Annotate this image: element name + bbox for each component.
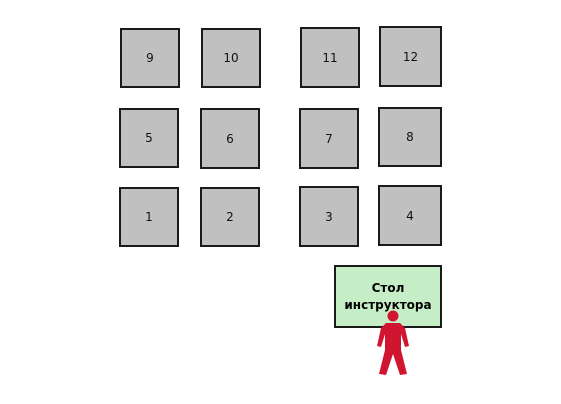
seat-number: 8 [406,130,414,144]
seat-number: 1 [145,210,153,224]
seat-number: 6 [226,131,234,146]
seat-number: 3 [325,209,333,224]
seat-9[interactable]: 9 [120,28,180,88]
seat-number: 2 [226,210,234,224]
seat-number: 11 [322,50,338,65]
seat-2[interactable]: 2 [200,187,260,247]
person-icon [377,310,409,375]
seat-7[interactable]: 7 [299,108,359,169]
seat-5[interactable]: 5 [119,108,179,168]
seat-4[interactable]: 4 [378,185,442,246]
seat-1[interactable]: 1 [119,187,179,247]
seat-number: 9 [146,51,154,65]
seat-10[interactable]: 10 [201,28,261,88]
seat-3[interactable]: 3 [299,186,359,247]
seat-number: 5 [145,131,153,145]
seat-6[interactable]: 6 [200,108,260,169]
desk-label-line2: инструктора [344,297,432,312]
seat-number: 4 [406,208,414,223]
desk-label-line1: Стол [371,280,405,295]
seat-11[interactable]: 11 [300,27,360,88]
seat-number: 7 [325,131,333,146]
seat-number: 10 [223,51,239,65]
seat-8[interactable]: 8 [378,107,442,167]
seat-number: 12 [402,49,419,64]
seat-12[interactable]: 12 [379,26,442,87]
